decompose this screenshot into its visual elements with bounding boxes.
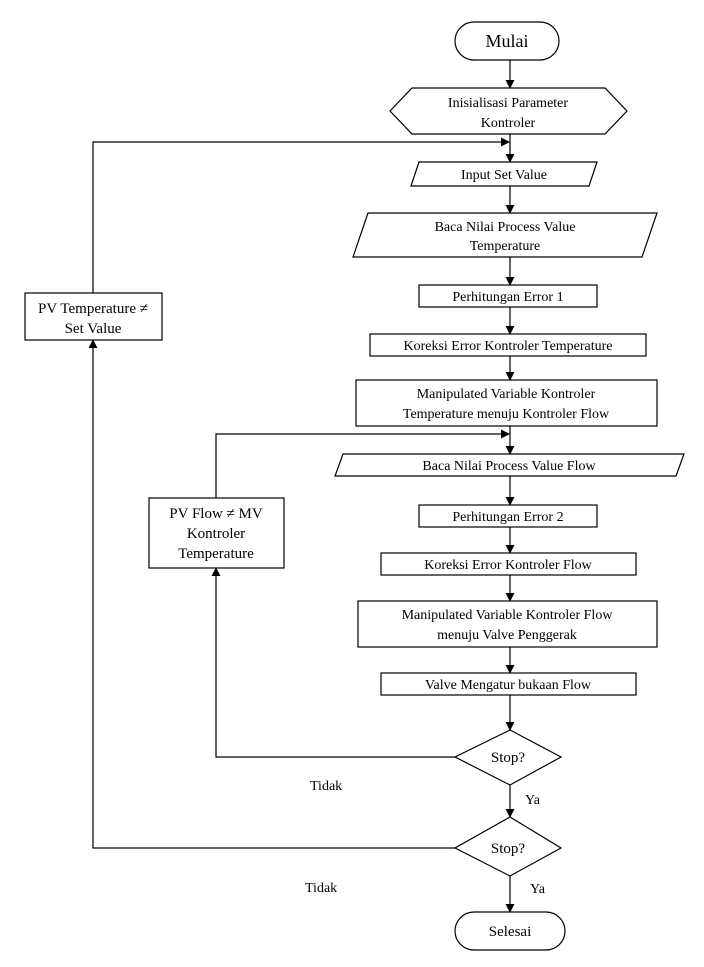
read-temp-label-line1: Baca Nilai Process Value [435, 220, 576, 235]
edge-label-ya-1: Ya [525, 793, 541, 808]
arrow-pvflow-loop [215, 429, 510, 498]
pv-temp-label-line2: Set Value [65, 321, 122, 337]
start-label: Mulai [486, 31, 529, 51]
end-terminator: Selesai [454, 911, 566, 951]
edge-label-ya-2: Ya [530, 882, 546, 897]
calc-error1-process: Perhitungan Error 1 [418, 284, 598, 308]
stop2-label: Stop? [491, 841, 526, 857]
stop-decision-2: Stop? [453, 816, 563, 877]
calc-error1-label: Perhitungan Error 1 [452, 290, 563, 305]
pv-flow-box: PV Flow ≠ MV Kontroler Temperature [148, 497, 285, 569]
arrow-stop2-tidak-pvtemp [88, 339, 455, 849]
mv-temp-label-line1: Manipulated Variable Kontroler [417, 387, 596, 402]
init-label-line2: Kontroler [481, 116, 536, 131]
read-temp-label-line2: Temperature [470, 239, 541, 254]
valve-process: Valve Mengatur bukaan Flow [380, 672, 637, 696]
init-label-line1: Inisialisasi Parameter [448, 96, 568, 111]
input-sv-label: Input Set Value [461, 168, 547, 183]
read-flow-io: Baca Nilai Process Value Flow [334, 453, 685, 477]
arrow-pvtemp-loop [92, 137, 510, 293]
correction-flow-label: Koreksi Error Kontroler Flow [424, 558, 592, 573]
calc-error2-label: Perhitungan Error 2 [452, 510, 563, 525]
input-set-value-io: Input Set Value [410, 161, 598, 187]
stop-decision-1: Stop? [453, 729, 563, 786]
connectors [88, 60, 515, 913]
correction-flow-process: Koreksi Error Kontroler Flow [380, 552, 637, 576]
valve-label: Valve Mengatur bukaan Flow [425, 678, 592, 693]
mv-flow-label-line2: menuju Valve Penggerak [437, 628, 577, 643]
mv-flow-process: Manipulated Variable Kontroler Flow menu… [357, 600, 658, 648]
init-parameter-hexagon: Inisialisasi Parameter Kontroler [389, 87, 628, 135]
pv-temperature-box: PV Temperature ≠ Set Value [24, 292, 163, 341]
pv-temp-label-line1: PV Temperature ≠ [38, 301, 148, 317]
arrow-stop1-tidak-pvflow [211, 567, 455, 758]
mv-temp-label-line2: Temperature menuju Kontroler Flow [403, 407, 610, 422]
correction-temp-label: Koreksi Error Kontroler Temperature [403, 339, 612, 354]
read-flow-label: Baca Nilai Process Value Flow [422, 459, 596, 474]
correction-temperature-process: Koreksi Error Kontroler Temperature [369, 333, 647, 357]
calc-error2-process: Perhitungan Error 2 [418, 504, 598, 528]
read-temperature-io: Baca Nilai Process Value Temperature [352, 212, 658, 258]
edge-label-tidak-1: Tidak [310, 779, 342, 794]
pv-flow-label-line1: PV Flow ≠ MV [169, 506, 263, 522]
start-terminator: Mulai [454, 21, 560, 61]
mv-temperature-process: Manipulated Variable Kontroler Temperatu… [355, 379, 658, 427]
edge-label-tidak-2: Tidak [305, 881, 337, 896]
pv-flow-label-line2: Kontroler [187, 526, 245, 542]
pv-flow-label-line3: Temperature [178, 546, 254, 562]
end-label: Selesai [489, 924, 532, 940]
stop1-label: Stop? [491, 750, 526, 766]
mv-flow-label-line1: Manipulated Variable Kontroler Flow [402, 608, 614, 623]
